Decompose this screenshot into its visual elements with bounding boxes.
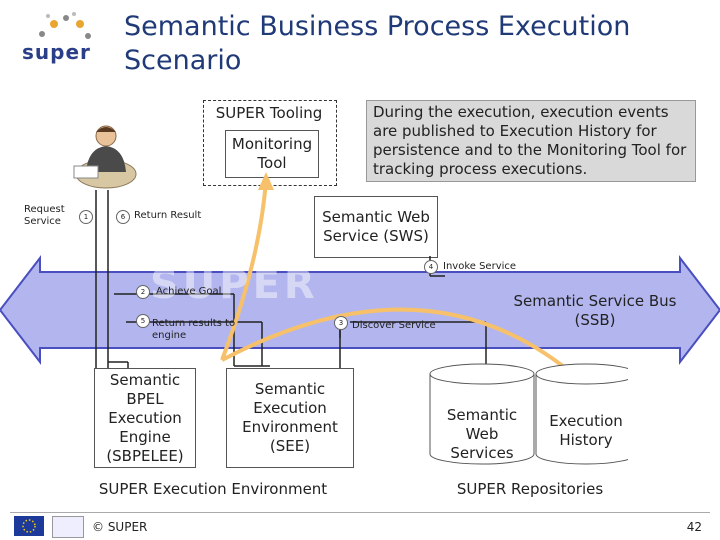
page-number: 42 (686, 520, 702, 534)
repository-cylinders (429, 363, 628, 465)
eu-flag-icon (14, 516, 44, 536)
copyright-text: © SUPER (92, 520, 148, 534)
sws-box: Semantic Web Service (SWS) (314, 196, 438, 258)
monitoring-arrow-head (258, 172, 274, 190)
service-bus-arrow (0, 255, 720, 365)
monitoring-tool-box: Monitoring Tool (225, 130, 319, 178)
ist-logo-icon (52, 516, 84, 538)
footer-divider (10, 512, 710, 513)
step-3-badge: 3 (334, 316, 348, 330)
service-bus-label: Semantic Service Bus (SSB) (513, 292, 677, 329)
execution-environment-label: SUPER Execution Environment (98, 480, 328, 498)
logo-text: super (22, 40, 91, 64)
semantic-web-services-repo: Semantic Web Services (446, 406, 518, 462)
execution-note: During the execution, execution events a… (366, 100, 696, 182)
return-result-label: Return Result (134, 210, 202, 221)
user-person-icon (66, 112, 146, 192)
super-tooling-label: SUPER Tooling (215, 104, 323, 122)
slide-title: Semantic Business Process Execution Scen… (124, 11, 631, 76)
step-5-badge: 5 (136, 314, 150, 328)
logo-dots-icon (39, 12, 91, 39)
super-logo: super (18, 10, 108, 70)
step-4-badge: 4 (424, 260, 438, 274)
bus-watermark: SUPER (150, 262, 319, 308)
return-results-engine-label: Return results to engine (152, 318, 236, 341)
repositories-label: SUPER Repositories (456, 480, 604, 498)
see-box: Semantic Execution Environment (SEE) (226, 368, 354, 468)
sbpelee-box: Semantic BPEL Execution Engine (SBPELEE) (94, 368, 196, 468)
step-6-badge: 6 (116, 210, 130, 224)
request-service-label: Request Service (24, 204, 65, 227)
execution-history-repo: Execution History (549, 412, 623, 449)
invoke-service-label: Invoke Service (443, 261, 517, 272)
step-2-badge: 2 (136, 285, 150, 299)
step-1-badge: 1 (79, 210, 93, 224)
discover-service-label: Discover Service (352, 320, 436, 331)
achieve-goal-label: Achieve Goal (156, 286, 222, 297)
